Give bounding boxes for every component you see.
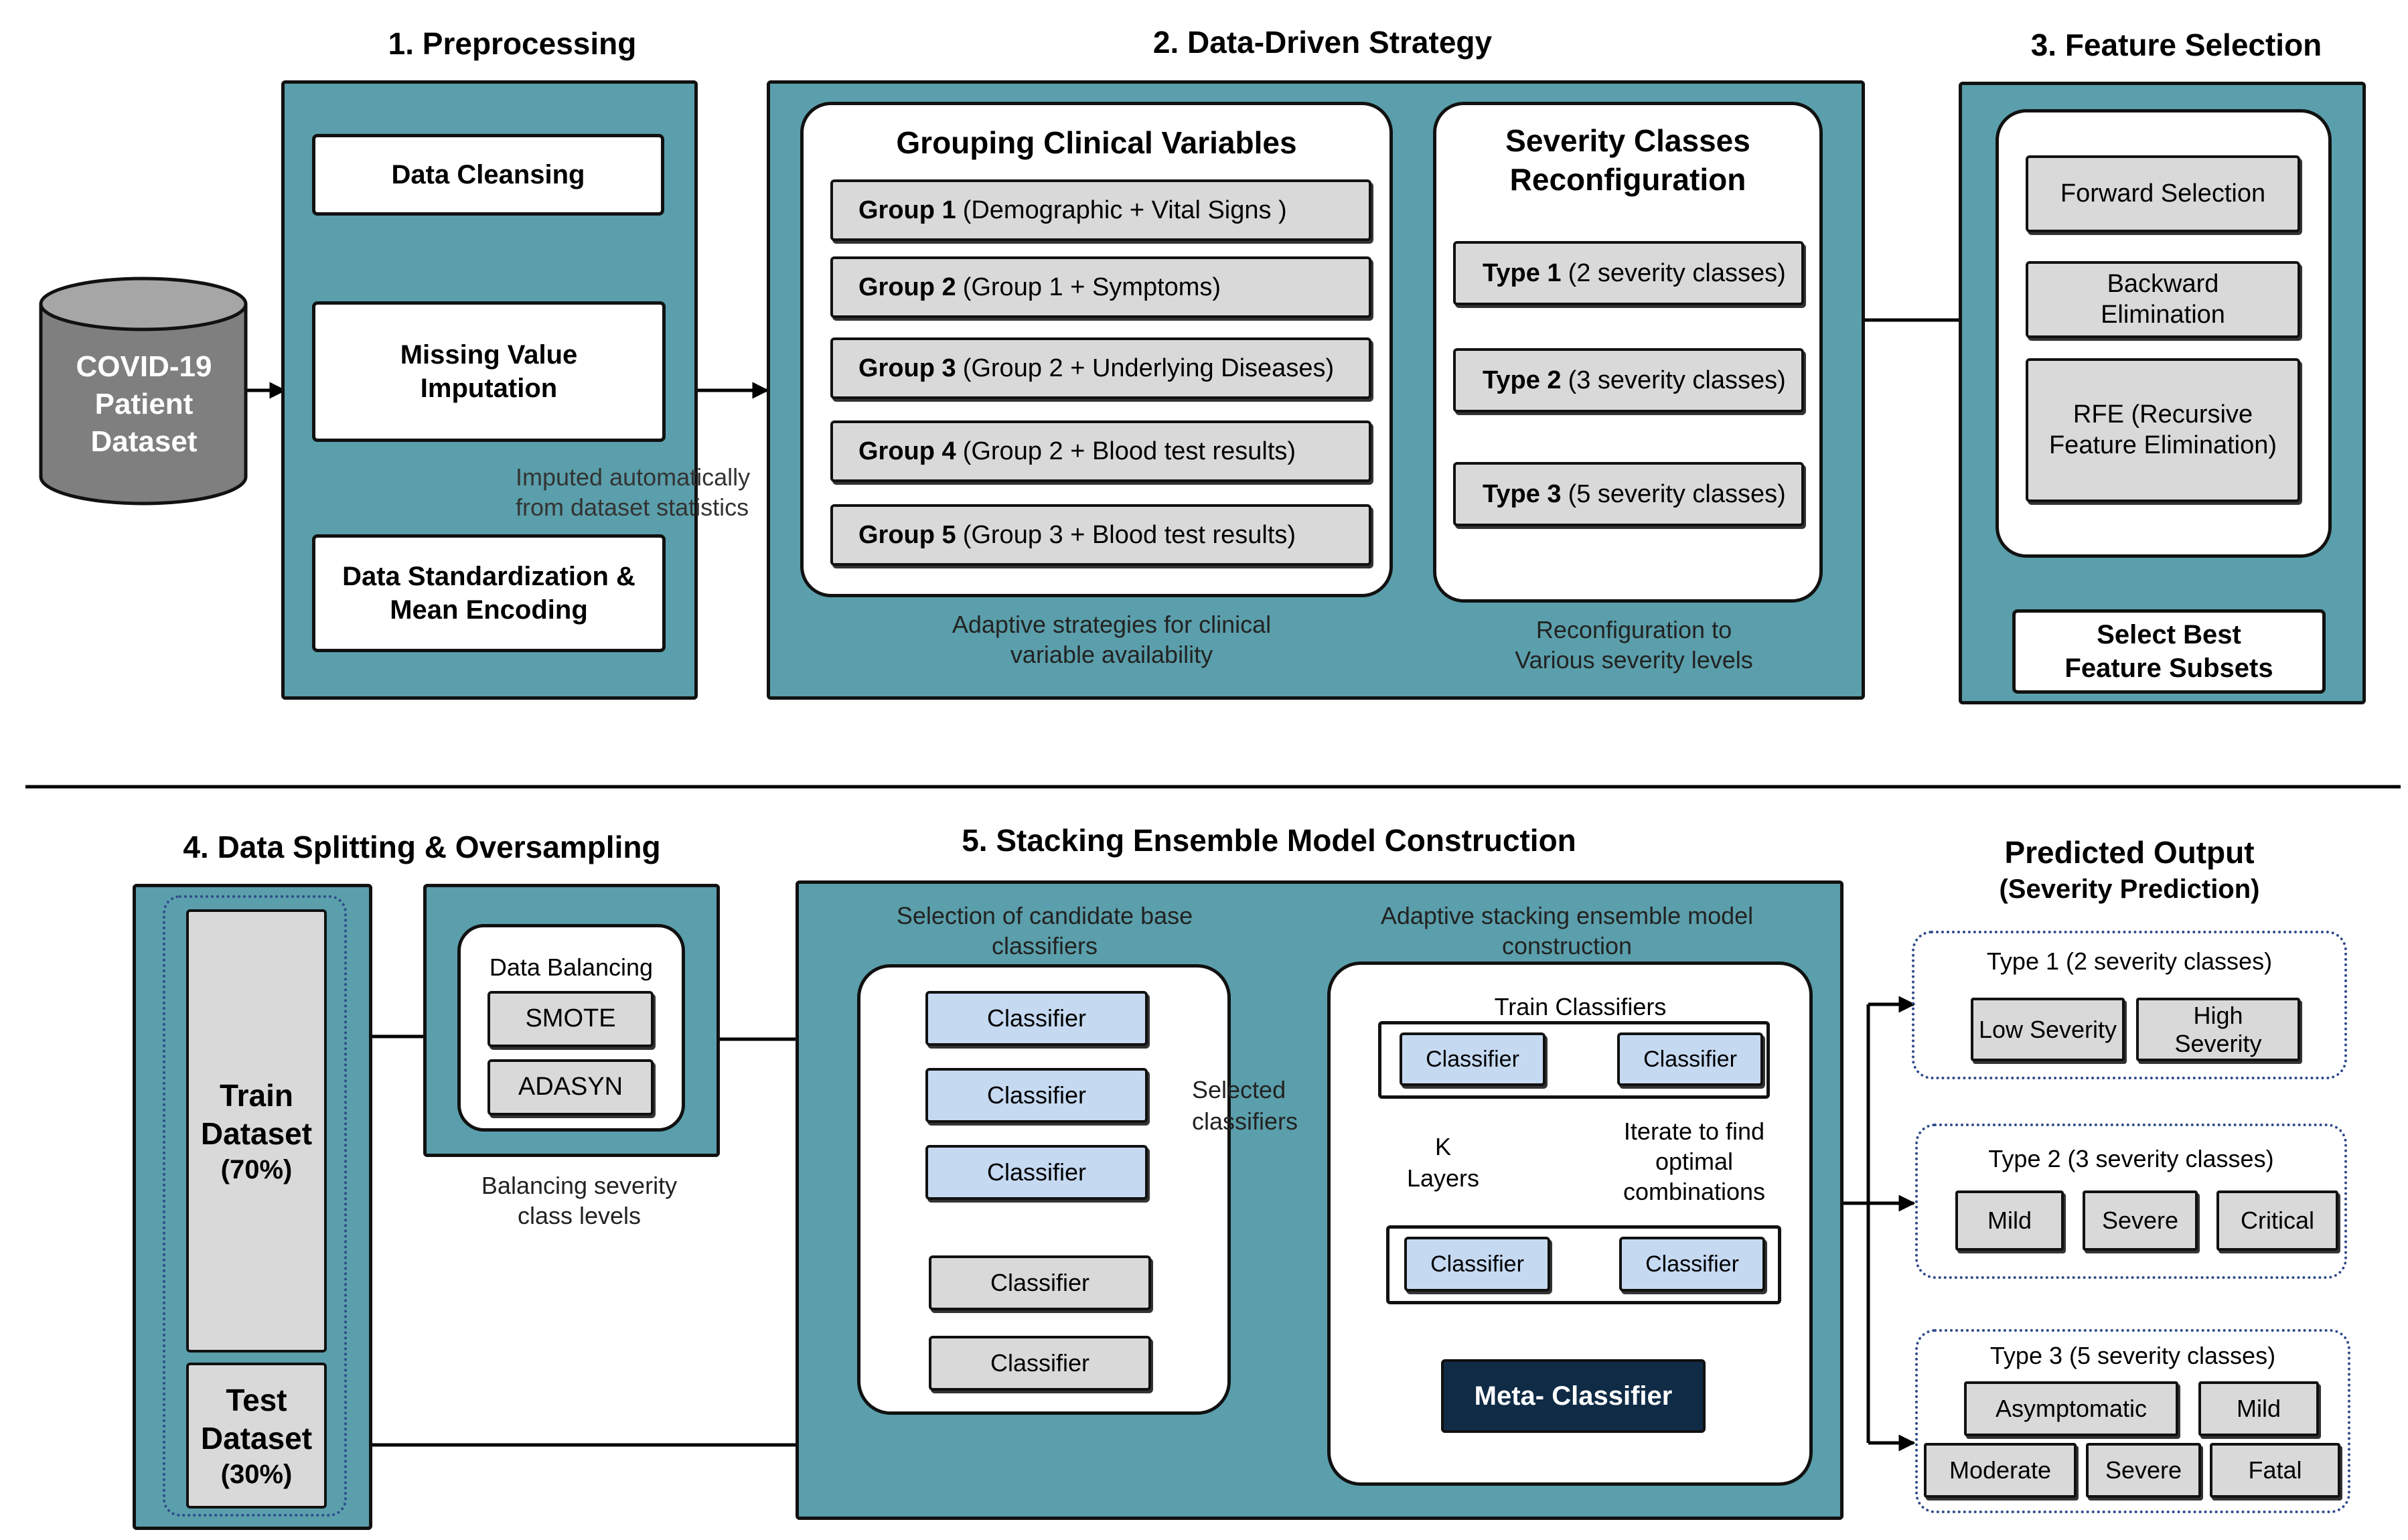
candidate-classifier-4: Classifier <box>929 1255 1151 1310</box>
train-dataset-percent: (70%) <box>220 1154 293 1184</box>
layer-1-classifier-b: Classifier <box>1617 1032 1763 1086</box>
candidate-classifier-3: Classifier <box>925 1145 1148 1200</box>
class-moderate: Moderate <box>1924 1443 2077 1498</box>
group-desc: (Demographic + Vital Signs ) <box>962 196 1287 224</box>
test-dataset-label: Test Dataset <box>200 1382 313 1456</box>
dataset-label: COVID-19 Patient Dataset <box>76 350 212 458</box>
adaptive-caption: Adaptive stacking ensemble model constru… <box>1380 902 1754 959</box>
smote-box: SMOTE <box>487 991 654 1047</box>
output-type-3-frame <box>1915 1329 2350 1513</box>
severity-type-2-box: Type 2(3 severity classes) <box>1453 348 1804 412</box>
group-5-box: Group 5(Group 3 + Blood test results) <box>830 504 1371 566</box>
output-type-2-frame <box>1915 1124 2347 1279</box>
candidate-classifier-5: Classifier <box>929 1336 1151 1391</box>
group-name: Group 5 <box>858 520 956 549</box>
adasyn-box: ADASYN <box>487 1059 654 1115</box>
class-critical: Critical <box>2216 1190 2338 1251</box>
group-name: Group 4 <box>858 437 956 465</box>
subtitle-severity-prediction: (Severity Prediction) <box>1999 874 2260 904</box>
forward-selection-box: Forward Selection <box>2026 155 2300 232</box>
class-mild: Mild <box>1955 1190 2064 1251</box>
class-severe-5: Severe <box>2086 1443 2201 1498</box>
iterate-note: Iterate to find optimal combinations <box>1623 1118 1766 1205</box>
imputation-note: Imputed automatically from dataset stati… <box>516 463 751 521</box>
title-preprocessing: 1. Preprocessing <box>388 26 637 61</box>
group-desc: (Group 1 + Symptoms) <box>962 273 1221 301</box>
class-high-severity: High Severity <box>2136 998 2300 1061</box>
severity-type-1-box: Type 1(2 severity classes) <box>1453 241 1804 305</box>
layer-k-classifier-b: Classifier <box>1619 1237 1765 1292</box>
balancing-caption: Balancing severity class levels <box>481 1172 678 1229</box>
title-data-splitting: 4. Data Splitting & Oversampling <box>183 830 661 864</box>
class-fatal: Fatal <box>2210 1443 2340 1498</box>
backward-elimination-box: Backward Elimination <box>2026 261 2300 338</box>
group-1-box: Group 1(Demographic + Vital Signs ) <box>830 179 1371 241</box>
severity-caption: Reconfiguration to Various severity leve… <box>1515 616 1753 674</box>
group-desc: (Group 2 + Underlying Diseases) <box>962 354 1335 382</box>
standardization-box: Data Standardization & Mean Encoding <box>312 534 666 652</box>
dataset-split-dotted-frame <box>163 895 347 1517</box>
group-4-box: Group 4(Group 2 + Blood test results) <box>830 420 1371 482</box>
layer-1-classifier-a: Classifier <box>1400 1032 1546 1086</box>
best-feature-subsets-box: Select Best Feature Subsets <box>2012 609 2326 694</box>
title-feature-selection: 3. Feature Selection <box>2030 27 2322 62</box>
class-severe: Severe <box>2083 1190 2198 1251</box>
group-desc: (Group 3 + Blood test results) <box>962 520 1296 549</box>
output-type-1-title: Type 1 (2 severity classes) <box>1986 947 2273 975</box>
type-name: Type 1 <box>1483 258 1562 287</box>
data-cleansing-box: Data Cleansing <box>312 134 664 216</box>
output-type-1-frame <box>1912 931 2347 1079</box>
type-desc: (3 severity classes) <box>1568 366 1786 394</box>
train-classifiers-label: Train Classifiers <box>1494 993 1667 1020</box>
type-desc: (5 severity classes) <box>1568 479 1786 508</box>
grouping-caption: Adaptive strategies for clinical variabl… <box>952 611 1272 668</box>
meta-classifier-box: Meta- Classifier <box>1441 1359 1706 1433</box>
title-predicted-output: Predicted Output <box>2004 835 2255 870</box>
type-name: Type 3 <box>1483 479 1562 508</box>
train-dataset-box: Train Dataset (70%) <box>186 909 327 1353</box>
k-layers-label: K Layers <box>1406 1133 1480 1192</box>
type-name: Type 2 <box>1483 366 1562 394</box>
dataset-cylinder-icon <box>39 277 248 506</box>
group-2-box: Group 2(Group 1 + Symptoms) <box>830 256 1371 318</box>
balancing-title: Data Balancing <box>489 953 654 981</box>
class-low-severity: Low Severity <box>1971 998 2125 1061</box>
selection-caption: Selection of candidate base classifiers <box>896 902 1193 959</box>
group-desc: (Group 2 + Blood test results) <box>962 437 1296 465</box>
candidate-classifier-2: Classifier <box>925 1068 1148 1123</box>
severity-type-3-box: Type 3(5 severity classes) <box>1453 462 1804 526</box>
test-dataset-percent: (30%) <box>220 1459 293 1489</box>
group-name: Group 1 <box>858 196 956 224</box>
title-data-driven-strategy: 2. Data-Driven Strategy <box>1152 25 1493 60</box>
class-mild-5: Mild <box>2198 1381 2319 1436</box>
group-name: Group 3 <box>858 354 956 382</box>
group-3-box: Group 3(Group 2 + Underlying Diseases) <box>830 337 1371 399</box>
test-dataset-box: Test Dataset (30%) <box>186 1363 327 1509</box>
title-stacking-ensemble: 5. Stacking Ensemble Model Construction <box>962 823 1576 858</box>
candidate-classifier-1: Classifier <box>925 991 1148 1046</box>
selected-classifiers-note: Selected classifiers <box>1192 1076 1298 1135</box>
rfe-box: RFE (Recursive Feature Elimination) <box>2026 358 2300 502</box>
layer-k-classifier-a: Classifier <box>1404 1237 1550 1292</box>
train-dataset-label: Train Dataset <box>200 1077 313 1152</box>
severity-title: Severity Classes Reconfiguration <box>1505 123 1750 197</box>
output-type-2-title: Type 2 (3 severity classes) <box>1988 1145 2274 1172</box>
type-desc: (2 severity classes) <box>1568 258 1786 287</box>
group-name: Group 2 <box>858 273 956 301</box>
grouping-title: Grouping Clinical Variables <box>896 125 1297 160</box>
class-asymptomatic: Asymptomatic <box>1964 1381 2178 1436</box>
missing-value-imputation-box: Missing Value Imputation <box>312 301 666 442</box>
output-type-3-title: Type 3 (5 severity classes) <box>1989 1342 2276 1369</box>
